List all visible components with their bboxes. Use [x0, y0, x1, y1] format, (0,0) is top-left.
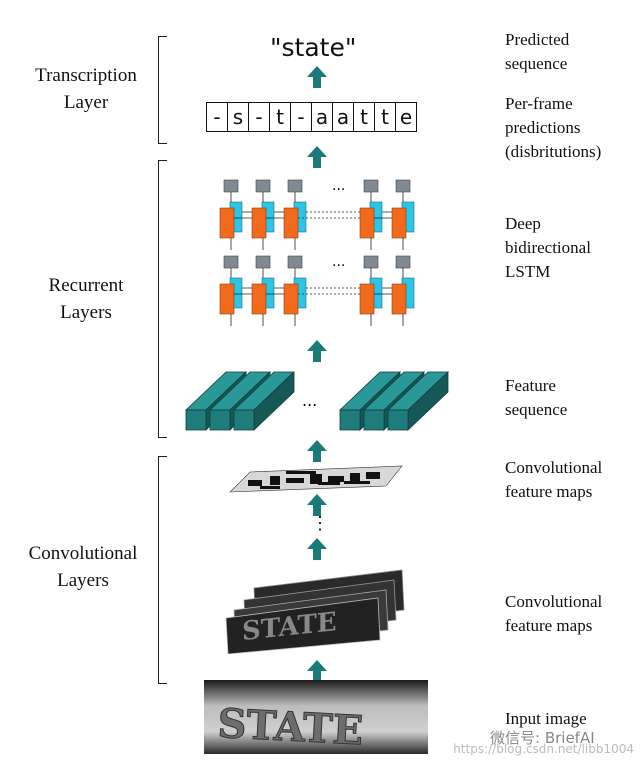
conv-feature-map-top — [229, 465, 403, 493]
input-image-word: STATE — [216, 700, 364, 754]
frame-cell: - — [213, 105, 221, 129]
lstm-forward-cell — [391, 207, 407, 239]
lstm-forward-cell — [359, 283, 375, 315]
wechat-watermark: 微信号: BriefAI — [490, 729, 595, 747]
transcription-bracket — [158, 36, 167, 144]
up-arrow-icon — [307, 660, 327, 682]
lstm-output-node — [287, 255, 303, 269]
up-arrow-icon — [307, 146, 327, 168]
frame-cell: t — [353, 103, 374, 131]
vertical-ellipsis: ⋮ — [311, 513, 329, 533]
lstm-output-node — [255, 179, 271, 193]
predicted-sequence-text: "state" — [270, 33, 357, 62]
lstm-forward-cell — [283, 283, 299, 315]
up-arrow-icon — [307, 440, 327, 462]
lstm-forward-cell — [219, 207, 235, 239]
url-watermark: https://blog.csdn.net/libb1004 — [453, 742, 634, 756]
lstm-ellipsis-top: ... — [332, 178, 345, 194]
lstm-output-node — [395, 179, 411, 193]
lstm-diagram: ... ... — [219, 178, 415, 326]
lstm-forward-cell — [359, 207, 375, 239]
feature-vector-front — [185, 409, 207, 431]
feature-vector-front — [233, 409, 255, 431]
lstm-forward-cell — [219, 283, 235, 315]
lstm-output-node — [255, 255, 271, 269]
convolutional-bracket — [158, 456, 167, 684]
up-arrow-icon — [307, 494, 327, 516]
frame-cell: - — [248, 103, 269, 131]
frame-cell: e — [395, 103, 416, 131]
recurrent-bracket — [158, 160, 167, 438]
frame-cell: t — [374, 103, 395, 131]
frame-cell: s — [227, 103, 248, 131]
feature-vector-front — [363, 409, 385, 431]
feature-vector-front — [209, 409, 231, 431]
lstm-output-node — [363, 255, 379, 269]
feature-vector-front — [387, 409, 409, 431]
feature-sequence-diagram: ... — [184, 371, 450, 431]
lstm-forward-cell — [251, 207, 267, 239]
up-arrow-icon — [307, 340, 327, 362]
lstm-output-node — [223, 179, 239, 193]
input-image: STATE — [204, 680, 428, 754]
frame-cell: - — [290, 103, 311, 131]
per-frame-predictions: - s - t - a a t t e — [206, 102, 417, 132]
frame-cell: t — [269, 103, 290, 131]
lstm-forward-cell — [283, 207, 299, 239]
lstm-ellipsis-mid: ... — [332, 254, 345, 270]
input-image-desc: Input image — [505, 709, 587, 728]
frame-cell: a — [332, 103, 353, 131]
conv-feature-map-bottom: STATE — [225, 569, 405, 654]
lstm-output-node — [395, 255, 411, 269]
feature-ellipsis: ... — [302, 391, 317, 410]
lstm-forward-cell — [391, 283, 407, 315]
lstm-output-node — [363, 179, 379, 193]
lstm-output-node — [287, 179, 303, 193]
feature-vector-front — [339, 409, 361, 431]
up-arrow-icon — [307, 66, 327, 88]
lstm-forward-cell — [251, 283, 267, 315]
lstm-output-node — [223, 255, 239, 269]
frame-cell: a — [311, 103, 332, 131]
up-arrow-icon — [307, 538, 327, 560]
